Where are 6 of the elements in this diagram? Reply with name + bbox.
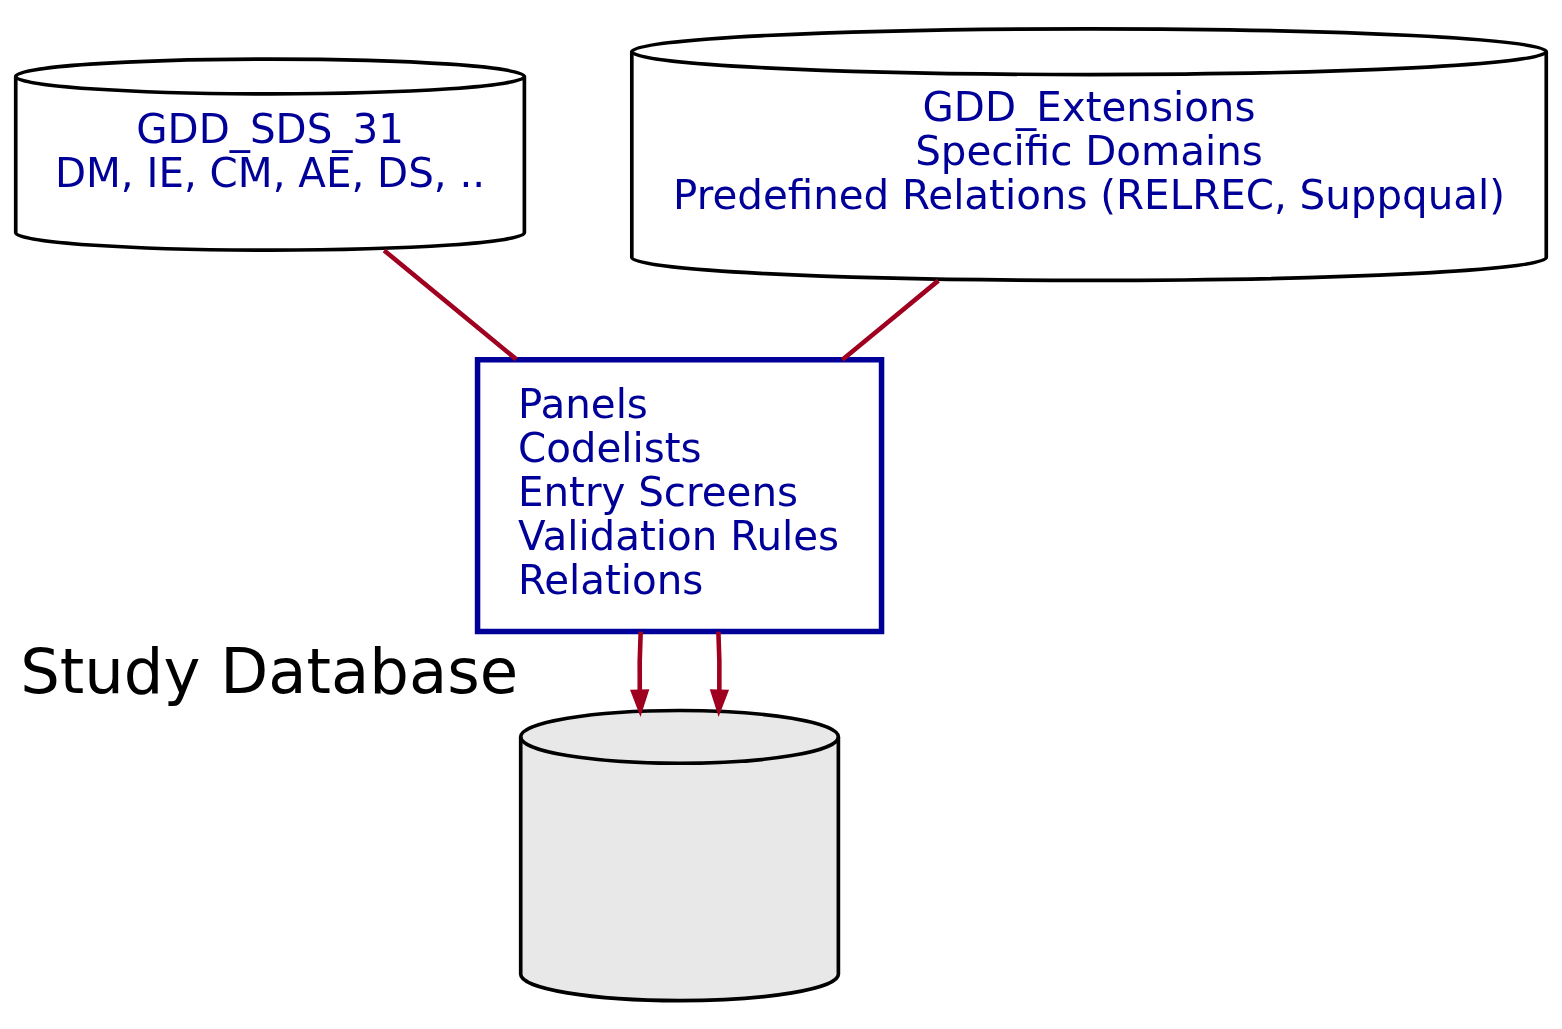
connector <box>382 248 518 362</box>
node-label: Study Database <box>20 634 519 708</box>
node-box: Panels Codelists Entry Screens Validation Rules Relations <box>474 357 885 635</box>
arrow <box>630 631 650 718</box>
arrow <box>709 631 730 718</box>
connector <box>840 278 940 362</box>
